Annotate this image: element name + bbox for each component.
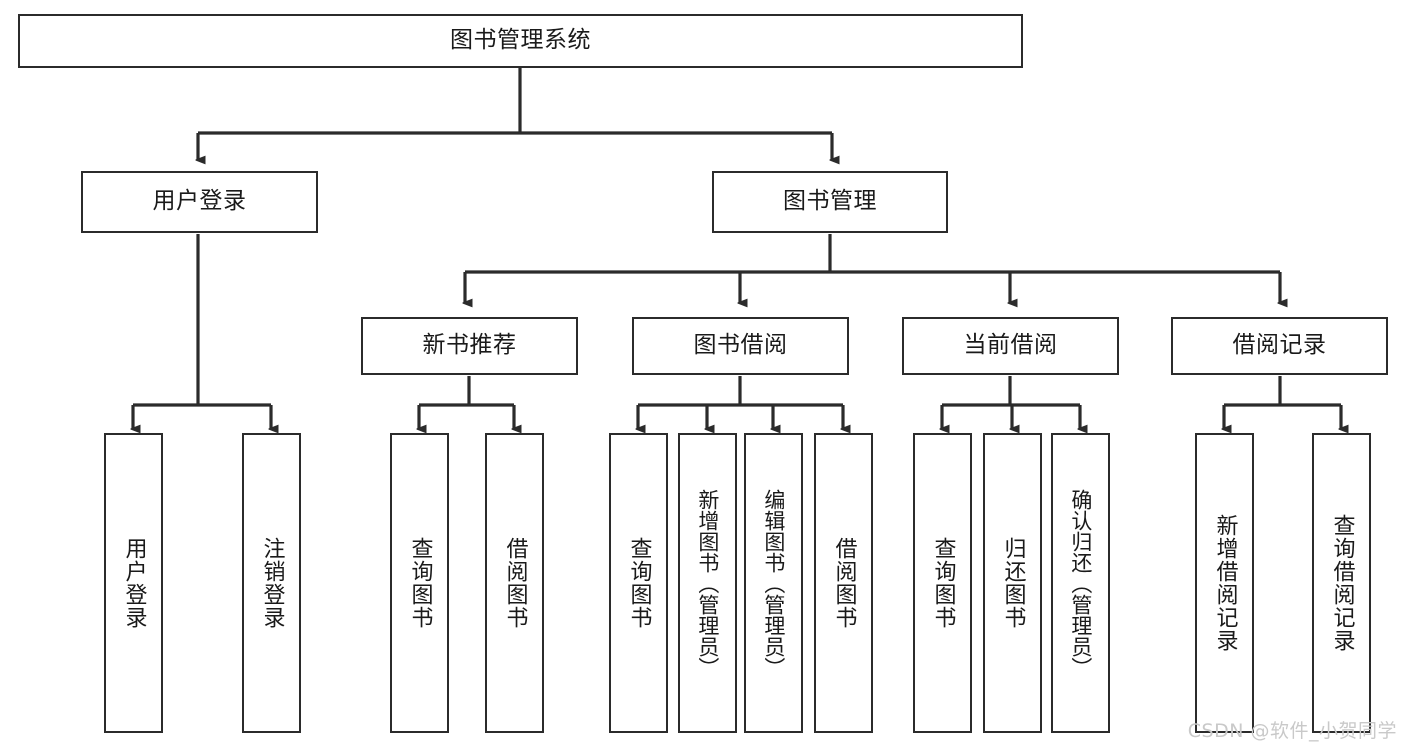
node-label: 注销登录 — [259, 537, 285, 629]
node-label: 查询图书 — [930, 537, 956, 629]
watermark-text: CSDN @软件_小贺同学 — [1187, 720, 1397, 742]
node-label: 图书借阅 — [693, 332, 788, 359]
node-label: 借阅图书 — [502, 537, 528, 629]
node-book-borrow[interactable]: 图书借阅 — [632, 317, 849, 375]
node-book-management[interactable]: 图书管理 — [712, 171, 948, 233]
node-label: 确认归还（管理员） — [1068, 488, 1093, 678]
node-label: 编辑图书（管理员） — [761, 488, 786, 678]
node-label: 查询图书 — [407, 537, 433, 629]
node-label: 借阅图书 — [831, 537, 857, 629]
leaf-record-query-record[interactable]: 查询借阅记录 — [1312, 433, 1371, 733]
node-root-system[interactable]: 图书管理系统 — [18, 14, 1023, 68]
node-user-login[interactable]: 用户登录 — [81, 171, 318, 233]
leaf-user-login-signout[interactable]: 注销登录 — [242, 433, 301, 733]
leaf-recommend-query-book[interactable]: 查询图书 — [390, 433, 449, 733]
node-label: 查询借阅记录 — [1329, 514, 1355, 652]
node-label: 用户登录 — [121, 537, 147, 629]
node-label: 图书管理系统 — [450, 27, 591, 54]
node-label: 图书管理 — [783, 188, 877, 215]
node-label: 查询图书 — [626, 537, 652, 629]
leaf-borrow-query-book[interactable]: 查询图书 — [609, 433, 668, 733]
node-label: 当前借阅 — [963, 332, 1058, 359]
leaf-borrow-add-book-admin[interactable]: 新增图书（管理员） — [678, 433, 737, 733]
leaf-current-confirm-return-admin[interactable]: 确认归还（管理员） — [1051, 433, 1110, 733]
node-label: 借阅记录 — [1232, 332, 1327, 359]
leaf-current-return-book[interactable]: 归还图书 — [983, 433, 1042, 733]
leaf-borrow-edit-book-admin[interactable]: 编辑图书（管理员） — [744, 433, 803, 733]
node-current-borrow[interactable]: 当前借阅 — [902, 317, 1119, 375]
node-new-book-recommend[interactable]: 新书推荐 — [361, 317, 578, 375]
node-label: 新增图书（管理员） — [695, 488, 720, 678]
node-borrow-record[interactable]: 借阅记录 — [1171, 317, 1388, 375]
node-label: 用户登录 — [152, 188, 247, 215]
leaf-record-add-record[interactable]: 新增借阅记录 — [1195, 433, 1254, 733]
node-label: 新书推荐 — [422, 332, 517, 359]
leaf-borrow-borrow-book[interactable]: 借阅图书 — [814, 433, 873, 733]
leaf-user-login-signin[interactable]: 用户登录 — [104, 433, 163, 733]
node-label: 新增借阅记录 — [1212, 514, 1238, 652]
leaf-current-query-book[interactable]: 查询图书 — [913, 433, 972, 733]
node-label: 归还图书 — [1000, 537, 1026, 629]
leaf-recommend-borrow-book[interactable]: 借阅图书 — [485, 433, 544, 733]
